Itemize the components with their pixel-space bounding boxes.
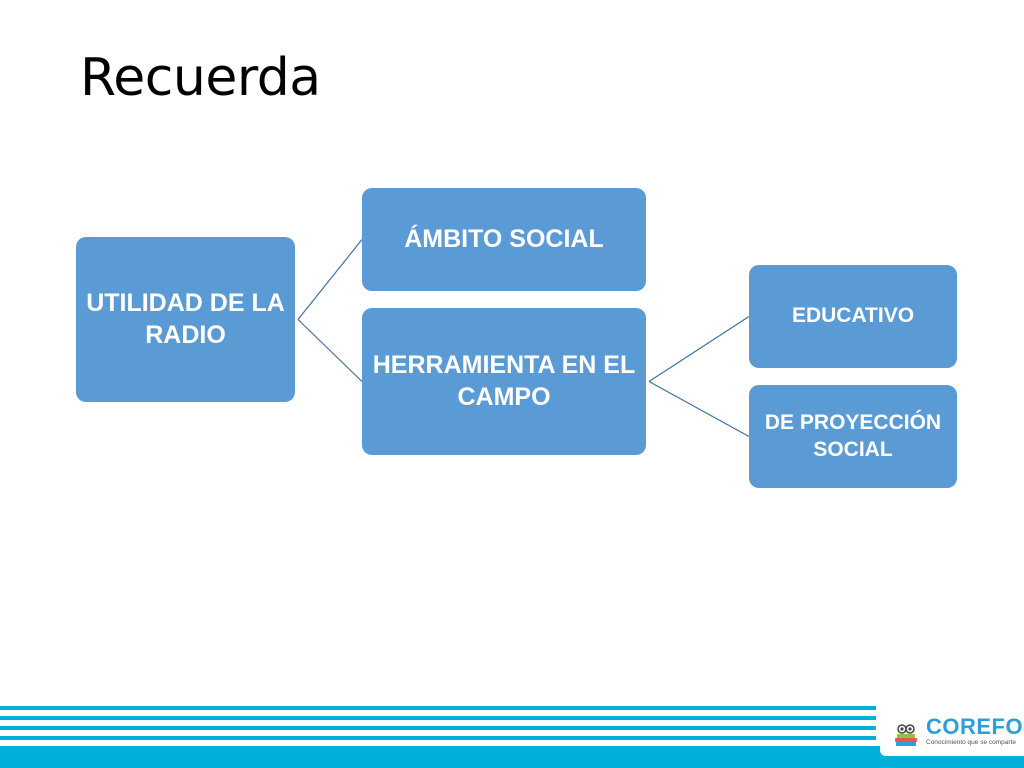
node-utilidad-de-la-radio: UTILIDAD DE LA RADIO — [76, 237, 295, 402]
node-educativo: EDUCATIVO — [749, 265, 957, 368]
connector-root-ambito — [297, 239, 363, 320]
logo-name: COREFO — [926, 714, 1024, 739]
footer-band — [0, 746, 1024, 768]
connector-herr-proy — [648, 380, 750, 438]
footer-stripe — [0, 736, 876, 740]
footer-stripe — [0, 706, 876, 710]
footer-stripe — [0, 726, 876, 730]
corefo-logo: COREFO Conocimiento que se comparte — [880, 704, 1024, 756]
node-ambito-social: ÁMBITO SOCIAL — [362, 188, 646, 291]
books-owl-icon — [895, 724, 917, 746]
footer-stripe — [0, 716, 876, 720]
connector-root-herr — [297, 319, 363, 382]
slide-title: Recuerda — [80, 48, 321, 108]
footer-bar: COREFO Conocimiento que se comparte — [0, 704, 1024, 768]
connector-herr-edu — [648, 315, 750, 383]
node-herramienta-en-el-campo: HERRAMIENTA EN EL CAMPO — [362, 308, 646, 455]
node-de-proyeccion-social: DE PROYECCIÓN SOCIAL — [749, 385, 957, 488]
logo-tagline: Conocimiento que se comparte — [926, 739, 1016, 746]
